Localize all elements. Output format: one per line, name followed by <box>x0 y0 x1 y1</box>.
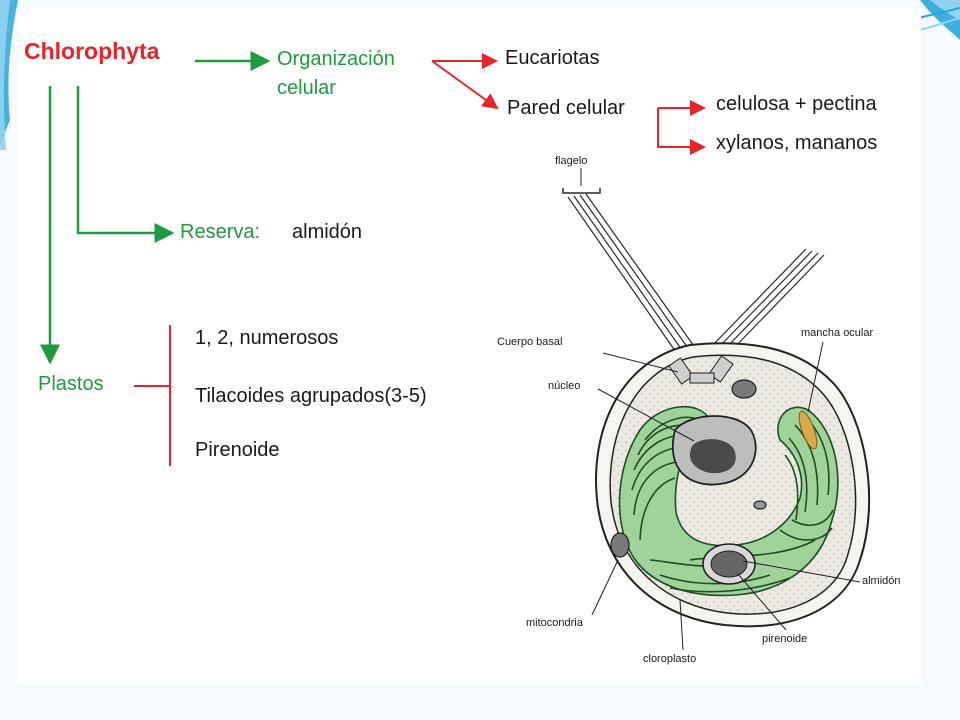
organizacion-label-line2: celular <box>277 77 336 99</box>
label-mitocondria: mitocondria <box>526 617 583 629</box>
pyrenoid <box>702 543 756 585</box>
mitochondria <box>610 379 767 558</box>
pared-celular-label: Pared celular <box>507 97 625 119</box>
organizacion-label-line1: Organización <box>277 48 395 70</box>
label-almidon: almidón <box>862 575 901 587</box>
label-pirenoide: pirenoide <box>762 633 808 645</box>
slide-decoration-left <box>0 0 18 150</box>
red-connectors <box>134 53 706 466</box>
green-connectors <box>40 51 271 365</box>
plastos-item-3: Pirenoide <box>195 439 280 461</box>
basal-bodies <box>668 355 734 385</box>
flagella <box>562 188 825 356</box>
root-title: Chlorophyta <box>24 38 160 64</box>
pared-item-xylanos: xylanos, mananos <box>716 132 878 154</box>
plastos-item-2: Tilacoides agrupados(3-5) <box>195 385 427 407</box>
label-nucleo: núcleo <box>548 380 581 392</box>
label-pointers <box>580 168 861 651</box>
pared-item-celulosa: celulosa + pectina <box>716 93 877 115</box>
eucariotas-label: Eucariotas <box>505 47 600 69</box>
plastos-item-1: 1, 2, numerosos <box>195 327 339 349</box>
plastos-label: Plastos <box>38 373 104 395</box>
nucleus <box>671 415 757 486</box>
reserva-label: Reserva: <box>180 221 261 243</box>
reserva-value: almidón <box>292 221 363 243</box>
label-cuerpo-basal: Cuerpo basal <box>497 336 563 348</box>
label-mancha-ocular: mancha ocular <box>801 327 874 339</box>
label-cloroplasto: cloroplasto <box>643 653 697 665</box>
label-flagelo: flagelo <box>555 155 588 167</box>
eyespot <box>798 410 818 450</box>
